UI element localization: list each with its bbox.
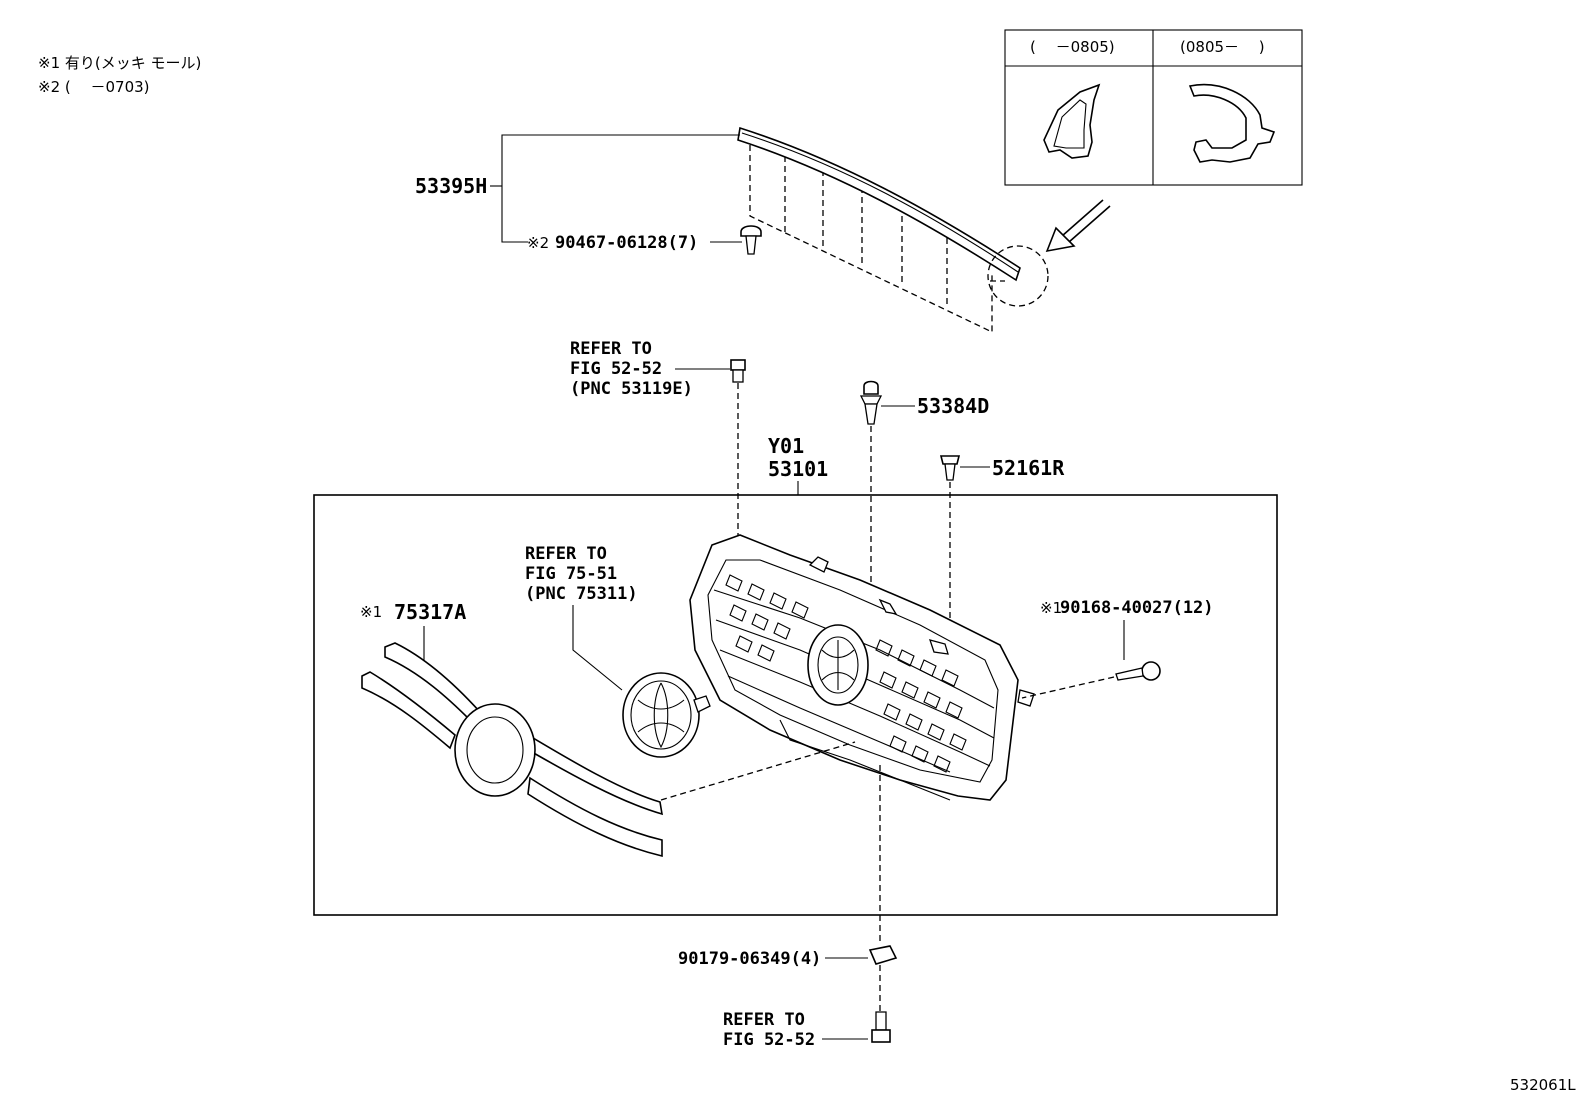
- emblem: [622, 672, 711, 758]
- note-1: ※1 有り(メッキ モール): [38, 54, 201, 72]
- radiator-grille: [689, 534, 1035, 801]
- part-75317A-label: 75317A: [394, 600, 466, 624]
- clip-90467-mark: ※2: [527, 234, 549, 252]
- moulding-mark: ※1: [360, 603, 382, 621]
- grille-color-code: Y01: [768, 434, 804, 458]
- clip-52161R: 52161R: [939, 455, 1065, 650]
- grille-moulding-75317A: ※1 75317A: [360, 600, 856, 858]
- section-profile-before: [1043, 83, 1101, 159]
- section-profile-after: [1188, 83, 1276, 163]
- grille-part-number: 53101: [768, 457, 828, 481]
- note-2: ※2 ( －0703): [38, 78, 150, 96]
- part-52161R-label: 52161R: [992, 456, 1065, 480]
- refer-emblem-line3: (PNC 75311): [525, 584, 638, 604]
- upper-molding-53395H: [737, 126, 1049, 334]
- molding-clip-90467: ※2 90467-06128(7): [527, 225, 762, 255]
- screw-mark: ※1: [1040, 599, 1062, 617]
- screw-90168-label: 90168-40027(12): [1060, 598, 1214, 618]
- clip-53384D: 53384D: [859, 380, 989, 610]
- refer-emblem-line1: REFER TO: [525, 544, 607, 564]
- section-detail-inset: ( －0805) (0805－ ): [1004, 29, 1303, 186]
- refer-top-callout: REFER TO FIG 52-52 (PNC 53119E): [570, 339, 746, 540]
- screw-90168: ※1 90168-40027(12): [1021, 598, 1214, 699]
- detail-arrow: [1045, 199, 1111, 253]
- molding-leader: 53395H: [415, 134, 740, 243]
- refer-bottom-line1: REFER TO: [723, 1010, 805, 1030]
- refer-bottom-line2: FIG 52-52: [723, 1030, 815, 1050]
- part-53395H-label: 53395H: [415, 174, 487, 198]
- grille-assembly-callout: Y01 53101: [768, 434, 828, 495]
- refer-bottom-callout: REFER TO FIG 52-52: [723, 1010, 891, 1050]
- refer-top-line3: (PNC 53119E): [570, 379, 693, 399]
- inset-header-after: (0805－ ): [1180, 38, 1265, 56]
- refer-top-line2: FIG 52-52: [570, 359, 662, 379]
- refer-top-line1: REFER TO: [570, 339, 652, 359]
- inset-header-before: ( －0805): [1030, 38, 1115, 56]
- refer-emblem-callout: REFER TO FIG 75-51 (PNC 75311): [525, 544, 638, 691]
- part-53384D-label: 53384D: [917, 394, 989, 418]
- nut-90179-label: 90179-06349(4): [678, 949, 821, 969]
- figure-id: 532061L: [1510, 1076, 1576, 1094]
- refer-emblem-line2: FIG 75-51: [525, 564, 617, 584]
- detail-circle: [987, 245, 1049, 307]
- clip-90467-label: 90467-06128(7): [555, 233, 698, 253]
- nut-90179: 90179-06349(4): [678, 765, 898, 1018]
- grille-assembly-box: [313, 494, 1278, 916]
